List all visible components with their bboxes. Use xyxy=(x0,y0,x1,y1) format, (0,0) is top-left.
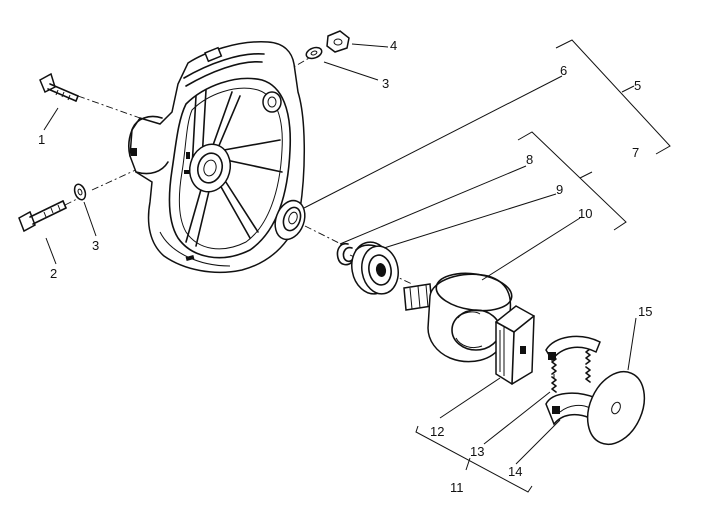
leader-lines xyxy=(43,43,637,465)
clutch-shoe-part-14 xyxy=(545,392,597,426)
callout-3-lower: 3 xyxy=(92,238,99,253)
disc-part-15 xyxy=(586,370,646,446)
callout-5: 5 xyxy=(634,78,641,93)
clutch-housing xyxy=(127,41,306,274)
callout-8: 8 xyxy=(526,152,533,167)
group-brackets xyxy=(415,39,671,493)
spring-part-13-right xyxy=(585,348,591,383)
spring-part-13-left xyxy=(551,358,557,393)
clutch-drum-part-10 xyxy=(403,272,513,363)
washer-part-3-upper xyxy=(305,46,323,60)
clutch-shoe-part-12 xyxy=(495,305,535,385)
bolt-part-2 xyxy=(18,200,67,233)
callout-12: 12 xyxy=(430,424,444,439)
seal-part-6 xyxy=(274,199,306,241)
callout-6: 6 xyxy=(560,63,567,78)
callout-11: 11 xyxy=(450,480,464,495)
callout-4: 4 xyxy=(390,38,397,53)
callout-3-upper: 3 xyxy=(382,76,389,91)
bolt-part-1 xyxy=(39,72,79,102)
callout-9: 9 xyxy=(556,182,563,197)
callout-2: 2 xyxy=(50,266,57,281)
callout-14: 14 xyxy=(508,464,522,479)
callout-15: 15 xyxy=(638,304,652,319)
callout-10: 10 xyxy=(578,206,592,221)
clutch-shoe-upper xyxy=(545,335,601,362)
washer-part-3-lower xyxy=(73,183,87,201)
bearing-part-9 xyxy=(351,241,399,295)
callout-13: 13 xyxy=(470,444,484,459)
callout-7: 7 xyxy=(632,145,639,160)
callout-labels: 1 2 3 3 4 5 6 7 8 9 10 11 12 13 14 15 xyxy=(38,38,652,495)
retaining-ring-part-8 xyxy=(336,242,353,266)
nut-part-4 xyxy=(326,30,350,53)
callout-1: 1 xyxy=(38,132,45,147)
